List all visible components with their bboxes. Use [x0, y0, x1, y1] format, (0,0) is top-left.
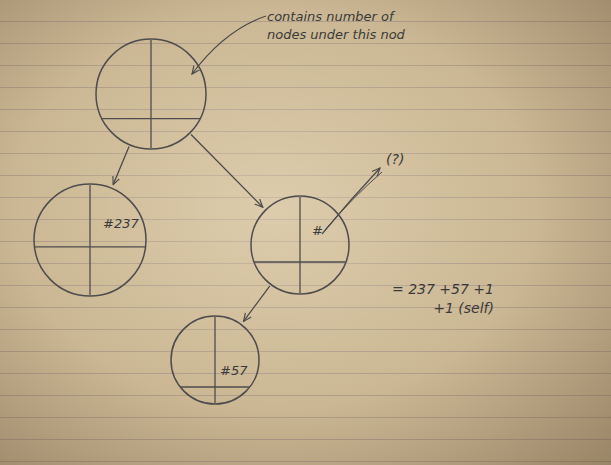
quadrant-line — [254, 261, 346, 262]
tree-node-circle: #237 — [33, 183, 147, 297]
tree-edge — [191, 135, 263, 208]
quadrant-line — [34, 246, 145, 247]
leader-arrow — [192, 16, 266, 74]
node-count: # — [312, 222, 323, 240]
tree-node-circle: # — [250, 195, 350, 295]
circle-outline — [250, 195, 350, 295]
quadrant-line — [89, 185, 90, 295]
tree-edge — [244, 286, 270, 321]
circle-outline — [95, 38, 207, 150]
tree-edge — [113, 147, 129, 185]
node-count: #57 — [220, 362, 247, 380]
tree-node-circle: #57 — [170, 315, 260, 405]
quadrant-line — [102, 118, 200, 119]
quadrant-line — [150, 40, 151, 148]
circle-outline — [170, 315, 260, 405]
note-label: = 237 +57 +1 +1 (self) — [372, 280, 494, 318]
annotation-note: contains number of nodes under this nod — [267, 8, 417, 43]
tree-node-circle: contains number of nodes under this nod — [95, 38, 207, 150]
circle-outline — [251, 196, 349, 294]
note-label: (?) — [386, 150, 404, 169]
quadrant-line — [214, 317, 215, 403]
node-count: #237 — [103, 215, 139, 233]
question-mark: (?) — [386, 150, 404, 169]
circle-outline — [171, 316, 259, 404]
sum-note: = 237 +57 +1 +1 (self) — [372, 280, 494, 318]
leader-arrow — [325, 172, 382, 230]
circle-outline — [33, 183, 147, 297]
quadrant-line — [180, 386, 249, 387]
quadrant-line — [299, 197, 300, 293]
circle-outline — [96, 39, 206, 149]
circle-outline — [34, 184, 146, 296]
